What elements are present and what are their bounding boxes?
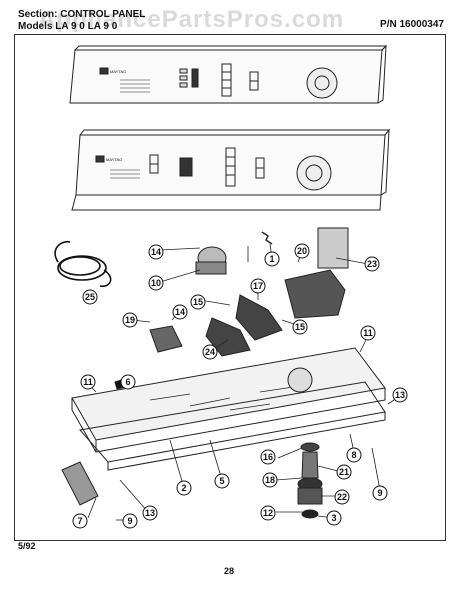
callout-13b: 13 [395,390,405,400]
callout-15b: 15 [295,322,305,332]
callout-14b: 14 [175,307,185,317]
callout-numbers: 1 2 3 5 6 7 8 9 9 10 11 11 12 13 13 14 1… [77,246,405,526]
callout-24: 24 [205,347,215,357]
callout-16: 16 [263,452,273,462]
callout-2: 2 [181,483,186,493]
callout-20: 20 [297,246,307,256]
document-header: Section: CONTROL PANEL Models LA 9 0 LA … [18,9,145,33]
callout-22: 22 [337,492,347,502]
callout-12: 12 [263,508,273,518]
revision-date: 5/92 [18,541,36,551]
callout-6: 6 [125,377,130,387]
callout-21: 21 [339,467,349,477]
timer-motor [195,246,227,275]
page-number: 28 [223,566,234,576]
models-label: Models [18,21,53,32]
wire-harness [54,240,112,288]
callout-8: 8 [351,450,356,460]
console-base-frame [71,347,386,471]
spring-part [261,231,273,245]
watermark: AppliancePartsPros.com [38,6,345,33]
models-value: LA 9 0 LA 9 0 [55,21,118,32]
callout-17: 17 [253,281,263,291]
lower-panel-brand: MAYTAG [106,157,122,162]
callout-18: 18 [265,475,275,485]
callout-9a: 9 [377,488,382,498]
timer-assembly [284,227,349,319]
upper-panel-brand: MAYTAG [110,69,126,74]
pivot-assembly [297,442,323,519]
callout-3: 3 [331,513,336,523]
callout-7: 7 [77,516,82,526]
callout-11a: 11 [83,377,93,387]
section-label: Section: [18,9,58,20]
diagram-frame [14,34,446,541]
push-button-switches [149,294,283,357]
lower-control-panel: MAYTAG [71,128,391,211]
callout-bubbles [72,243,408,529]
end-bracket [61,461,99,506]
upper-control-panel: MAYTAG [69,44,388,104]
callout-14a: 14 [151,247,161,257]
callout-23: 23 [367,259,377,269]
callout-13a: 13 [145,508,155,518]
callout-11b: 11 [363,328,373,338]
callout-19: 19 [125,315,135,325]
callout-1: 1 [269,254,274,264]
callout-15a: 15 [193,297,203,307]
callout-9b: 9 [127,516,132,526]
section-value: CONTROL PANEL [60,9,146,20]
callout-5: 5 [219,476,224,486]
callout-10: 10 [151,278,161,288]
callout-25: 25 [85,292,95,302]
part-number: P/N 16000347 [380,19,444,30]
